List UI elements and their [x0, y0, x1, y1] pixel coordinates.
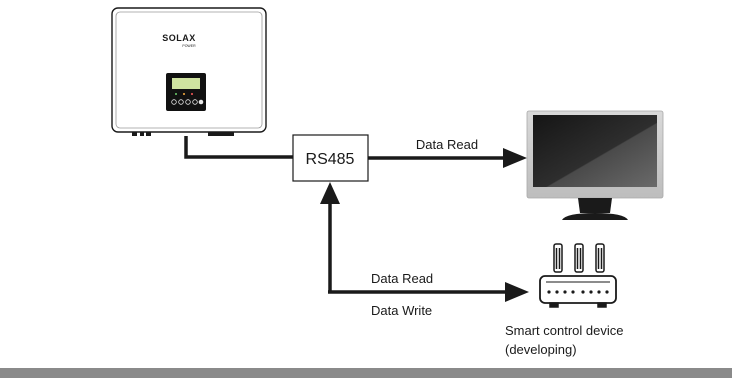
inverter-sub-brand: POWER: [182, 44, 196, 48]
smart-device-caption-line2: (developing): [505, 342, 577, 357]
monitor-base: [562, 213, 628, 220]
inverter-button: [178, 99, 184, 105]
router-icon: [539, 243, 617, 308]
monitor-icon: [526, 110, 664, 220]
bottom-divider-bar: [0, 368, 732, 378]
inverter-button: [198, 99, 204, 105]
rs485-box: RS485: [292, 134, 369, 182]
router-status-lights: [547, 290, 609, 294]
led-indicator: [175, 93, 177, 95]
arrow-to-smart-device: [328, 282, 529, 302]
monitor-stand: [578, 198, 612, 213]
inverter-button: [171, 99, 177, 105]
inverter-inner-border: [115, 11, 263, 129]
monitor-data-read-label: Data Read: [416, 137, 478, 152]
inverter-body: [111, 7, 267, 133]
inverter-rs485-cable: [184, 136, 293, 159]
arrow-to-monitor: [368, 148, 527, 168]
router-body: [539, 275, 617, 304]
inverter-button: [192, 99, 198, 105]
led-indicator: [191, 93, 193, 95]
router-antenna: [595, 243, 605, 273]
inverter: SOLAX POWER: [111, 7, 267, 136]
inverter-brand: SOLAX: [162, 33, 196, 43]
inverter-button: [185, 99, 191, 105]
inverter-display-panel: [166, 73, 206, 111]
router-antenna: [574, 243, 584, 273]
smart-device-caption-line1: Smart control device: [505, 323, 624, 338]
arrow-to-rs485: [320, 182, 340, 292]
router-antenna: [553, 243, 563, 273]
device-data-read-label: Data Read: [371, 271, 433, 286]
rs485-label: RS485: [306, 151, 355, 168]
inverter-lcd: [172, 78, 200, 89]
monitor-screen: [533, 115, 657, 187]
device-data-write-label: Data Write: [371, 303, 432, 318]
led-indicator: [183, 93, 185, 95]
inverter-connectors: [132, 132, 234, 136]
